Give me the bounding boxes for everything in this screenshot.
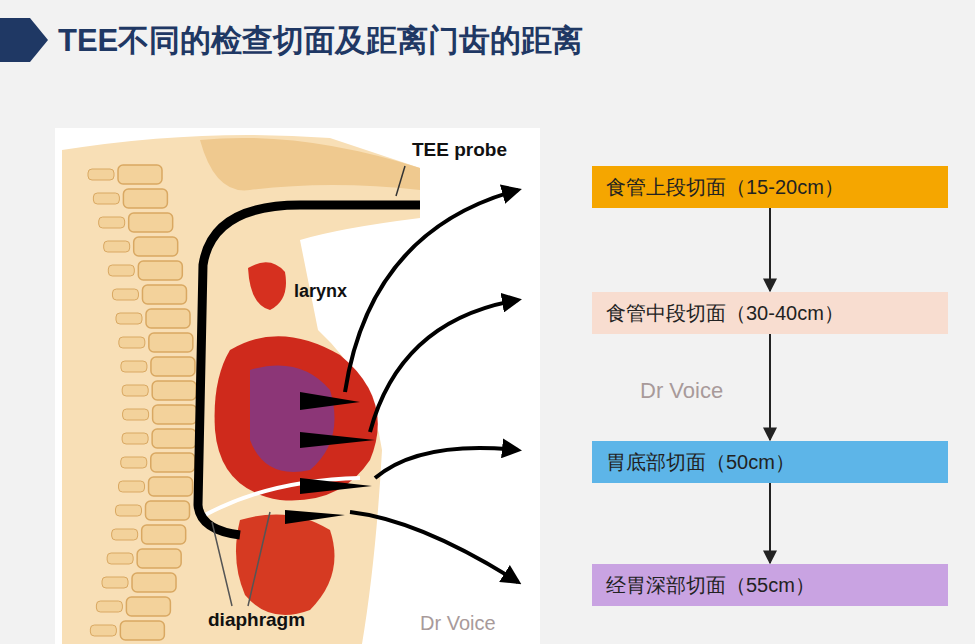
section-box: 食管上段切面（15-20cm） [592, 166, 948, 208]
flow-arrow [769, 334, 771, 440]
head [200, 138, 420, 191]
heart-chamber [250, 366, 335, 473]
slide-title: TEE不同的检查切面及距离门齿的距离 [58, 20, 583, 62]
leader-line [396, 166, 405, 196]
box-label: 经胃深部切面（55cm） [606, 572, 815, 599]
stomach [236, 514, 335, 615]
section-box: 胃底部切面（50cm） [592, 441, 948, 483]
larynx-shape [248, 262, 286, 310]
flow-arrow [769, 483, 771, 563]
watermark: Dr Voice [420, 612, 496, 635]
box-label: 食管中段切面（30-40cm） [606, 300, 844, 327]
part-label: TEE probe [412, 139, 507, 161]
watermark: Dr Voice [640, 378, 723, 404]
tee-probe [198, 205, 420, 535]
view-arrows [345, 190, 518, 582]
heart [215, 336, 378, 500]
box-label: 食管上段切面（15-20cm） [606, 174, 844, 201]
section-box: 经胃深部切面（55cm） [592, 564, 948, 606]
probe-tips [285, 392, 375, 524]
leader-line [212, 512, 270, 606]
section-box: 食管中段切面（30-40cm） [592, 292, 948, 334]
spine [88, 165, 197, 640]
title-marker [0, 18, 48, 62]
flow-arrow [769, 208, 771, 291]
body-outline [62, 135, 420, 644]
part-label: diaphragm [208, 609, 305, 631]
box-label: 胃底部切面（50cm） [606, 449, 795, 476]
panel [55, 128, 540, 644]
part-label: larynx [294, 281, 347, 302]
